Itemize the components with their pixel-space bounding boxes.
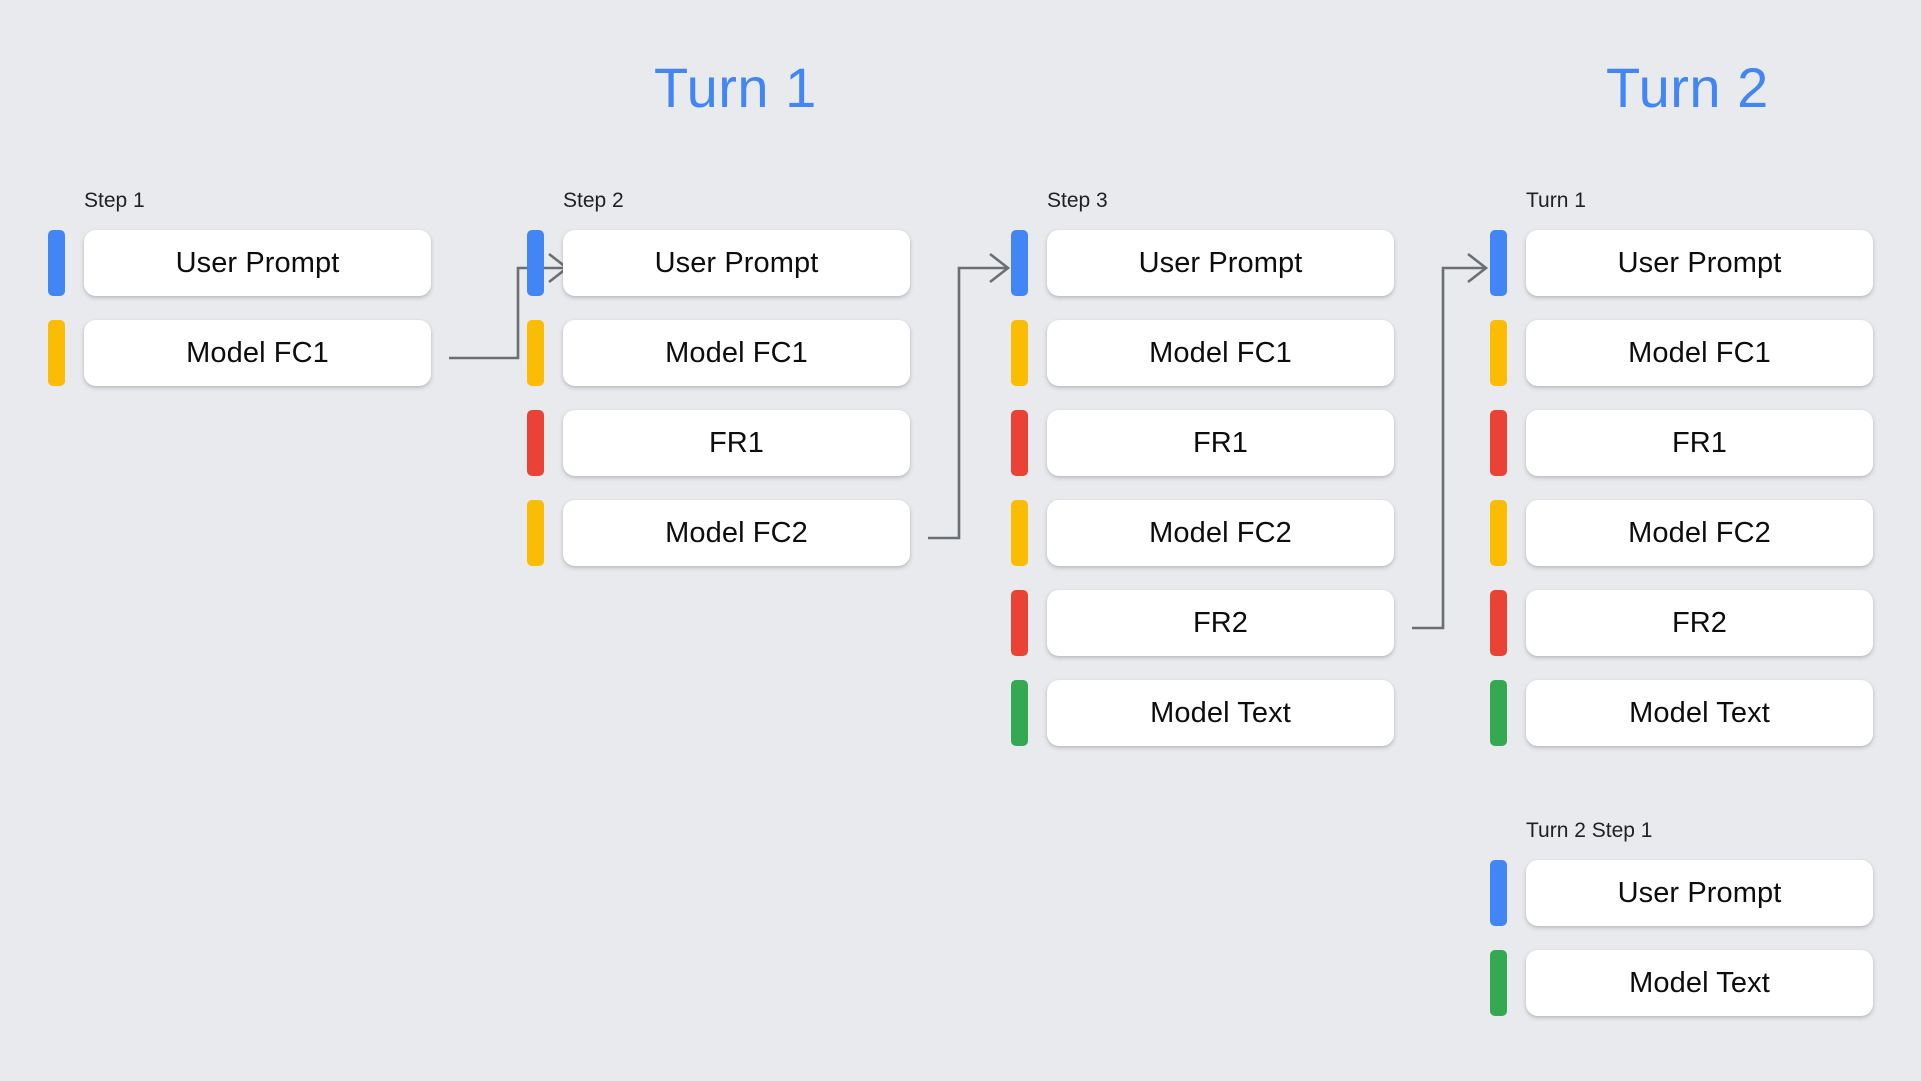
status-bar-red xyxy=(527,410,544,476)
row-user-prompt[interactable]: User Prompt xyxy=(1490,860,1873,926)
card-label: Model Text xyxy=(1629,696,1770,729)
column-label-step-3: Step 3 xyxy=(1047,189,1108,212)
row-model-fc2[interactable]: Model FC2 xyxy=(527,500,910,566)
card-user-prompt[interactable]: User Prompt xyxy=(1526,860,1873,926)
card-fr2[interactable]: FR2 xyxy=(1047,590,1394,656)
turn-2-heading: Turn 2 xyxy=(1606,56,1769,119)
row-model-text[interactable]: Model Text xyxy=(1490,680,1873,746)
status-bar-yellow xyxy=(1490,320,1507,386)
card-label: User Prompt xyxy=(1617,876,1782,909)
row-model-text[interactable]: Model Text xyxy=(1490,950,1873,1016)
status-bar-green xyxy=(1011,680,1028,746)
status-bar-green xyxy=(1490,680,1507,746)
card-label: FR2 xyxy=(1192,606,1249,639)
card-label: Model FC1 xyxy=(1149,336,1292,369)
row-fr2[interactable]: FR2 xyxy=(1490,590,1873,656)
card-model-fc1[interactable]: Model FC1 xyxy=(1047,320,1394,386)
status-bar-green xyxy=(1490,950,1507,1016)
row-fr1[interactable]: FR1 xyxy=(1011,410,1394,476)
row-model-text[interactable]: Model Text xyxy=(1011,680,1394,746)
row-fr2[interactable]: FR2 xyxy=(1011,590,1394,656)
card-label: User Prompt xyxy=(1617,246,1782,279)
card-user-prompt[interactable]: User Prompt xyxy=(563,230,910,296)
card-fr2[interactable]: FR2 xyxy=(1526,590,1873,656)
card-model-fc2[interactable]: Model FC2 xyxy=(1047,500,1394,566)
card-model-fc1[interactable]: Model FC1 xyxy=(1526,320,1873,386)
status-bar-red xyxy=(1011,590,1028,656)
card-model-fc1[interactable]: Model FC1 xyxy=(563,320,910,386)
card-fr1[interactable]: FR1 xyxy=(563,410,910,476)
row-user-prompt[interactable]: User Prompt xyxy=(527,230,910,296)
card-fr1[interactable]: FR1 xyxy=(1047,410,1394,476)
card-label: Model FC2 xyxy=(665,516,808,549)
card-label: User Prompt xyxy=(654,246,819,279)
card-label: Model FC2 xyxy=(1628,516,1771,549)
card-user-prompt[interactable]: User Prompt xyxy=(84,230,431,296)
card-label: Model Text xyxy=(1629,966,1770,999)
card-label: User Prompt xyxy=(175,246,340,279)
row-user-prompt[interactable]: User Prompt xyxy=(1490,230,1873,296)
card-user-prompt[interactable]: User Prompt xyxy=(1047,230,1394,296)
status-bar-blue xyxy=(1490,230,1507,296)
card-model-fc2[interactable]: Model FC2 xyxy=(563,500,910,566)
card-label: Model FC1 xyxy=(186,336,329,369)
row-user-prompt[interactable]: User Prompt xyxy=(1011,230,1394,296)
column-label-step-2: Step 2 xyxy=(563,189,624,212)
row-user-prompt[interactable]: User Prompt xyxy=(48,230,431,296)
status-bar-blue xyxy=(1011,230,1028,296)
status-bar-blue xyxy=(527,230,544,296)
card-model-text[interactable]: Model Text xyxy=(1047,680,1394,746)
card-label: FR2 xyxy=(1671,606,1728,639)
card-label: FR1 xyxy=(1192,426,1249,459)
turn-1-heading: Turn 1 xyxy=(654,56,817,119)
card-model-text[interactable]: Model Text xyxy=(1526,950,1873,1016)
status-bar-yellow xyxy=(527,320,544,386)
status-bar-yellow xyxy=(527,500,544,566)
status-bar-red xyxy=(1490,410,1507,476)
card-user-prompt[interactable]: User Prompt xyxy=(1526,230,1873,296)
card-label: FR1 xyxy=(1671,426,1728,459)
status-bar-yellow xyxy=(1490,500,1507,566)
row-model-fc1[interactable]: Model FC1 xyxy=(1490,320,1873,386)
status-bar-blue xyxy=(1490,860,1507,926)
row-model-fc1[interactable]: Model FC1 xyxy=(1011,320,1394,386)
status-bar-blue xyxy=(48,230,65,296)
status-bar-yellow xyxy=(1011,500,1028,566)
column-label-turn-2-step-1: Turn 2 Step 1 xyxy=(1526,819,1653,842)
row-model-fc1[interactable]: Model FC1 xyxy=(48,320,431,386)
card-label: Model FC1 xyxy=(1628,336,1771,369)
card-label: User Prompt xyxy=(1138,246,1303,279)
status-bar-yellow xyxy=(1011,320,1028,386)
row-model-fc2[interactable]: Model FC2 xyxy=(1011,500,1394,566)
row-model-fc2[interactable]: Model FC2 xyxy=(1490,500,1873,566)
card-label: FR1 xyxy=(708,426,765,459)
card-model-text[interactable]: Model Text xyxy=(1526,680,1873,746)
card-label: Model FC2 xyxy=(1149,516,1292,549)
card-model-fc2[interactable]: Model FC2 xyxy=(1526,500,1873,566)
card-label: Model FC1 xyxy=(665,336,808,369)
column-label-step-1: Step 1 xyxy=(84,189,145,212)
status-bar-red xyxy=(1490,590,1507,656)
card-label: Model Text xyxy=(1150,696,1291,729)
card-fr1[interactable]: FR1 xyxy=(1526,410,1873,476)
card-model-fc1[interactable]: Model FC1 xyxy=(84,320,431,386)
status-bar-yellow xyxy=(48,320,65,386)
column-label-turn-1: Turn 1 xyxy=(1526,189,1586,212)
row-fr1[interactable]: FR1 xyxy=(1490,410,1873,476)
row-fr1[interactable]: FR1 xyxy=(527,410,910,476)
status-bar-red xyxy=(1011,410,1028,476)
row-model-fc1[interactable]: Model FC1 xyxy=(527,320,910,386)
